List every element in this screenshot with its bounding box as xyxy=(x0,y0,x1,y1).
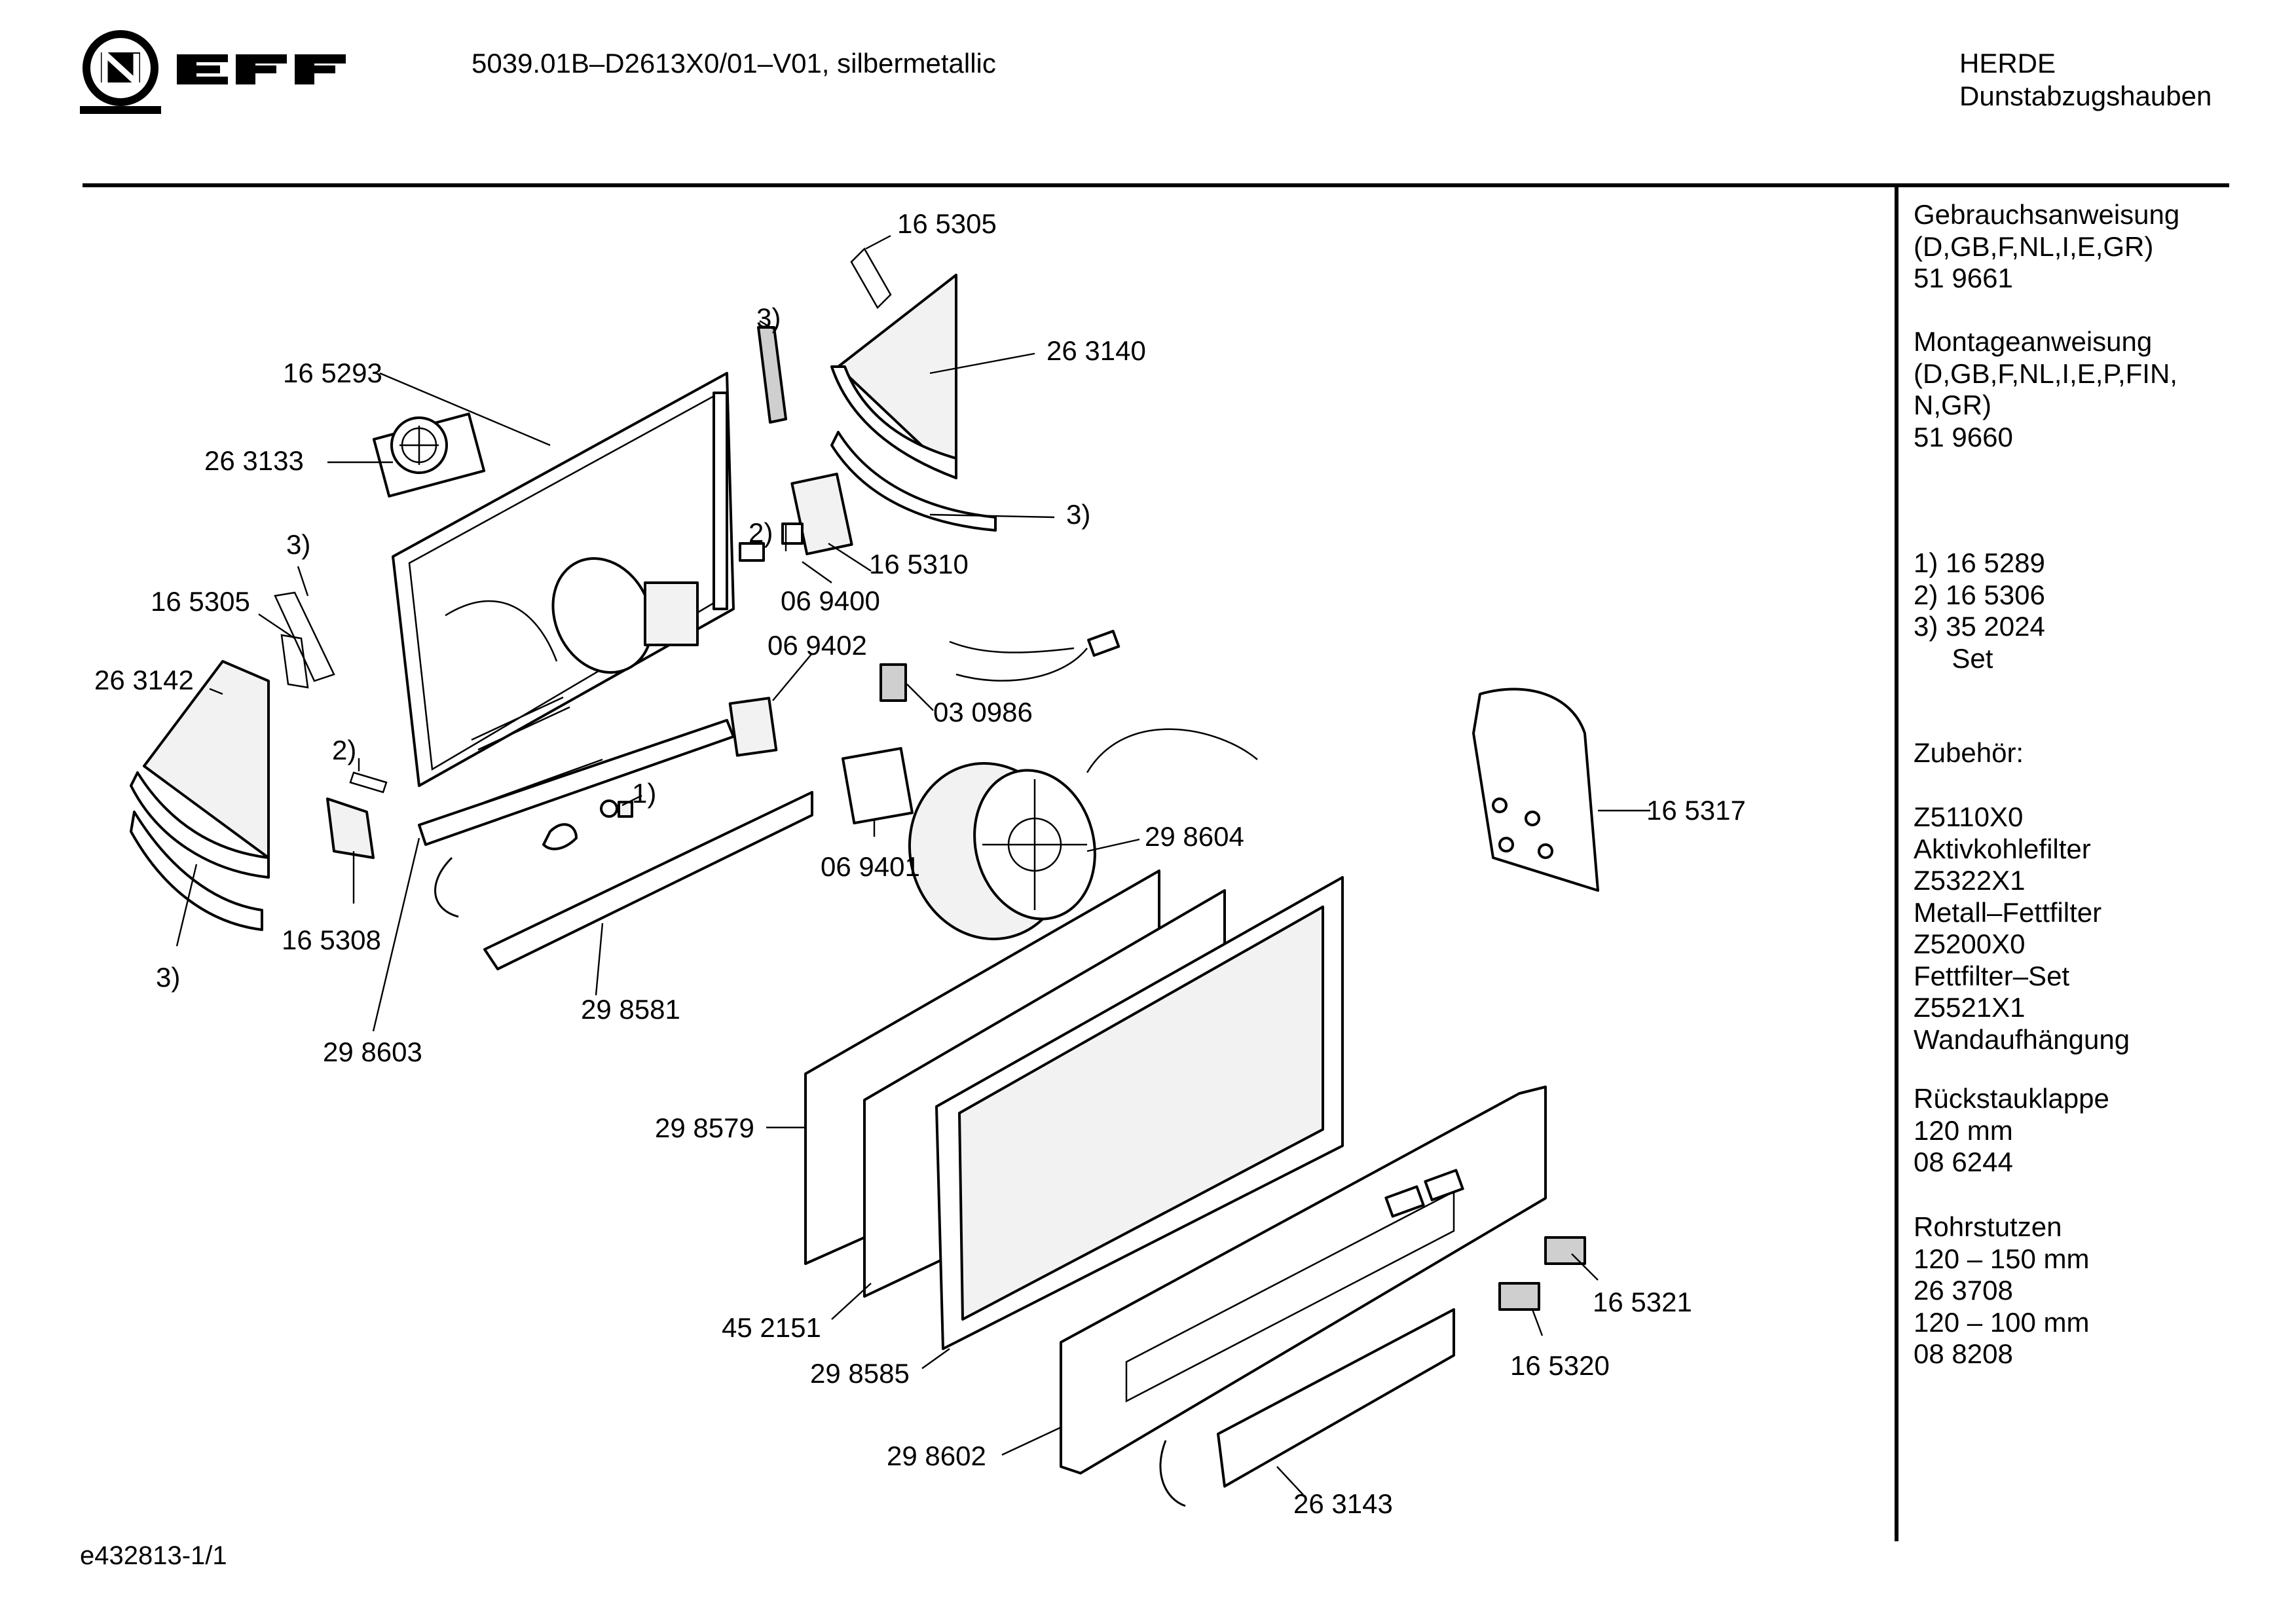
manual-languages: (D,GB,F,NL,I,E,GR) xyxy=(1914,230,2154,262)
pipe-number-1: 26 3708 xyxy=(1914,1275,2013,1306)
fan-298604 xyxy=(908,728,1258,941)
callout-label: 2) xyxy=(749,517,773,548)
sidebar-divider xyxy=(1895,187,1898,1541)
wall-mount-165317 xyxy=(1472,687,1599,892)
plug-icon xyxy=(1087,629,1120,657)
mounting-languages: (D,GB,F,NL,I,E,P,FIN, xyxy=(1914,357,2177,389)
footnote-block: 1) 16 5289 2) 16 5306 3) 35 2024 Set xyxy=(1914,547,2045,674)
bottom-plate-298581 xyxy=(483,791,813,970)
trim-263143 xyxy=(1217,1308,1455,1488)
blower-263133 xyxy=(372,412,486,498)
front-panel-298602 xyxy=(1060,1086,1547,1475)
product-category: Dunstabzugshauben xyxy=(1959,81,2212,111)
footnote-1: 1) 16 5289 xyxy=(1914,547,2045,578)
side-panel-263140 xyxy=(757,247,997,532)
callout-label: 06 9402 xyxy=(768,630,867,661)
manual-number: 51 9661 xyxy=(1914,263,2013,293)
accessory-code: Z5322X1 xyxy=(1914,865,2026,896)
bracket-165308 xyxy=(326,771,388,859)
callout-label: 16 5308 xyxy=(282,925,381,955)
leader-lines xyxy=(176,234,1650,1495)
callout-label: 29 8579 xyxy=(655,1112,754,1143)
callout-label: 16 5293 xyxy=(283,357,382,388)
backdraft-number: 08 6244 xyxy=(1914,1146,2013,1177)
pipe-title: Rohrstutzen xyxy=(1914,1211,2062,1242)
accessories-list: Z5110X0 Aktivkohlefilter Z5322X1 Metall–… xyxy=(1914,801,2130,1055)
capacitor-069401 xyxy=(842,746,914,825)
callout-label: 16 5305 xyxy=(151,586,250,617)
backdraft-size: 120 mm xyxy=(1914,1114,2013,1146)
callout-label: 45 2151 xyxy=(722,1312,821,1343)
footnote-2: 2) 16 5306 xyxy=(1914,579,2045,610)
plate-069402 xyxy=(728,697,778,757)
callout-label: 26 3140 xyxy=(1046,335,1146,366)
callout-label: 06 9400 xyxy=(781,585,880,616)
header-rule xyxy=(83,183,2229,187)
callout-label: 3) xyxy=(156,962,180,993)
pipe-size-1: 120 – 150 mm xyxy=(1914,1243,2090,1274)
model-line: 5039.01B–D2613X0/01–V01, silbermetallic xyxy=(472,48,996,79)
callout-label: 26 3143 xyxy=(1293,1488,1393,1519)
connector-030986 xyxy=(880,663,907,702)
power-cable xyxy=(949,640,1088,682)
callout-label: 2) xyxy=(332,735,356,765)
sidebar: Gebrauchsanweisung (D,GB,F,NL,I,E,GR) 51… xyxy=(1914,0,2280,1612)
maker-name: HERDE xyxy=(1959,48,2056,79)
callout-label: 06 9401 xyxy=(821,851,920,882)
callout-label: 29 8585 xyxy=(810,1358,910,1389)
accessory-code: Z5110X0 xyxy=(1914,801,2024,832)
control-box-165310 xyxy=(739,472,853,562)
pipe-block: Rohrstutzen 120 – 150 mm 26 3708 120 – 1… xyxy=(1914,1211,2090,1370)
accessory-name: Wandaufhängung xyxy=(1914,1023,2130,1055)
accessory-name: Metall–Fettfilter xyxy=(1914,896,2102,928)
accessory-name: Aktivkohlefilter xyxy=(1914,833,2091,864)
accessory-code: Z5521X1 xyxy=(1914,992,2026,1023)
callout-label: 03 0986 xyxy=(933,697,1033,727)
filter-grid-298585 xyxy=(935,876,1344,1350)
callout-label: 29 8604 xyxy=(1145,821,1244,852)
callout-label: 26 3133 xyxy=(204,445,304,476)
pipe-size-2: 120 – 100 mm xyxy=(1914,1306,2090,1338)
switch-165321 xyxy=(1544,1236,1586,1265)
accessory-code: Z5200X0 xyxy=(1914,928,2026,959)
mounting-block: Montageanweisung (D,GB,F,NL,I,E,P,FIN, N… xyxy=(1914,326,2177,453)
pipe-number-2: 08 8208 xyxy=(1914,1338,2013,1369)
mounting-number: 51 9660 xyxy=(1914,421,2013,452)
callout-label: 16 5320 xyxy=(1510,1350,1610,1381)
callout-label: 16 5310 xyxy=(869,549,969,579)
callout-label: 3) xyxy=(756,302,781,333)
callout-label: 3) xyxy=(286,529,310,560)
drawing-id: e432813-1/1 xyxy=(80,1541,227,1570)
neff-logo-icon xyxy=(80,30,346,114)
callout-label: 3) xyxy=(1066,499,1090,530)
callout-label: 29 8602 xyxy=(887,1440,986,1471)
rotate-arrow-icon xyxy=(1159,1440,1186,1507)
backdraft-block: Rückstauklappe 120 mm 08 6244 xyxy=(1914,1083,2109,1179)
hood-frame xyxy=(392,372,735,787)
brand-logo xyxy=(79,25,354,117)
backdraft-title: Rückstauklappe xyxy=(1914,1083,2109,1114)
footnote-set: Set xyxy=(1914,642,1993,674)
callout-label: 16 5305 xyxy=(897,208,997,239)
side-panel-263142 xyxy=(130,591,335,931)
callout-label: 1) xyxy=(632,778,656,809)
manual-block: Gebrauchsanweisung (D,GB,F,NL,I,E,GR) 51… xyxy=(1914,199,2179,295)
switch-165320 xyxy=(1498,1282,1540,1311)
mounting-title: Montageanweisung xyxy=(1914,326,2153,357)
exploded-parts-diagram: 16 5305 3) 26 3140 16 5293 26 3133 3) 2)… xyxy=(94,208,1746,1519)
callout-label: 16 5317 xyxy=(1646,795,1746,826)
rotate-arrow-icon xyxy=(434,856,459,918)
manual-title: Gebrauchsanweisung xyxy=(1914,199,2180,230)
callout-label: 26 3142 xyxy=(94,665,194,695)
accessories-heading: Zubehör: xyxy=(1914,737,2024,769)
mounting-languages-cont: N,GR) xyxy=(1914,390,1991,420)
callout-label: 29 8603 xyxy=(323,1036,422,1067)
callout-label: 16 5321 xyxy=(1593,1287,1692,1317)
accessories-title: Zubehör: xyxy=(1914,737,2024,768)
accessory-name: Fettfilter–Set xyxy=(1914,960,2070,991)
callout-label: 29 8581 xyxy=(581,994,680,1025)
footnote-3: 3) 35 2024 xyxy=(1914,611,2045,642)
